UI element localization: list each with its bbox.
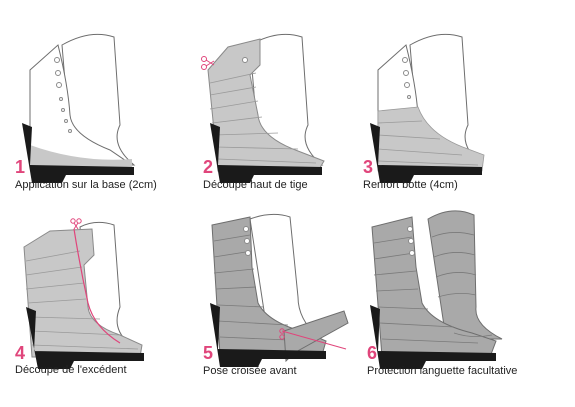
cut-line [73, 228, 121, 344]
step-5-panel: 5 Pose croisée avant [198, 207, 388, 407]
step-number: 5 [203, 343, 214, 363]
taped-tongue [427, 210, 503, 340]
scissors-icon [70, 218, 82, 230]
step-caption: Renfort botte (4cm) [363, 179, 458, 191]
boot-sole [22, 123, 134, 183]
scissors-icon [201, 56, 215, 70]
step-caption: Découpe haut de tige [203, 179, 308, 191]
eyelets [402, 57, 411, 99]
tape-covered-upper [207, 38, 325, 172]
boot-sole [370, 305, 496, 369]
step-1-panel: 1 Application sur la base (2cm) [10, 15, 200, 215]
step-6-panel: 6 Protection languette facultative [362, 207, 552, 407]
boot-sole [370, 123, 482, 183]
tape-lines [377, 120, 479, 166]
step-3-panel: 3 Renfort botte (4cm) [358, 15, 548, 215]
step-number: 1 [15, 157, 26, 177]
boot-illustration [23, 218, 144, 369]
tape-covered-upper [371, 216, 497, 358]
tape-lines [209, 72, 317, 164]
boot-illustration [201, 33, 325, 183]
boot-illustration [22, 33, 136, 183]
step-number: 4 [15, 343, 26, 363]
step-number: 6 [367, 343, 378, 363]
step-4-panel: 4 Découpe de l'excédent [10, 207, 200, 407]
step-number: 2 [203, 157, 214, 177]
tape-lines [25, 250, 139, 350]
tape-covered-upper [23, 228, 143, 358]
eyelets [243, 226, 251, 256]
boot-illustration [370, 33, 485, 183]
eyelets [54, 57, 72, 133]
step-caption: Protection languette facultative [367, 365, 518, 377]
step-caption: Découpe de l'excédent [15, 364, 127, 376]
step-number: 3 [363, 157, 374, 177]
tape-strip [30, 145, 132, 171]
eyelets [407, 226, 415, 256]
scissors-icon [279, 328, 285, 340]
step-caption: Application sur la base (2cm) [15, 179, 157, 191]
boot-illustration [370, 210, 503, 369]
step-caption: Pose croisée avant [203, 365, 297, 377]
step-2-panel: 2 Découpe haut de tige [198, 15, 388, 215]
boot-sole [210, 123, 322, 183]
boot-upper [29, 44, 134, 166]
boot-sole [26, 307, 144, 369]
cross-line [281, 330, 347, 350]
tongue-lines [431, 232, 477, 298]
eyelets [242, 57, 248, 63]
boot-sole [210, 303, 326, 367]
tape-lines [373, 236, 493, 344]
boot-illustration [210, 213, 349, 367]
